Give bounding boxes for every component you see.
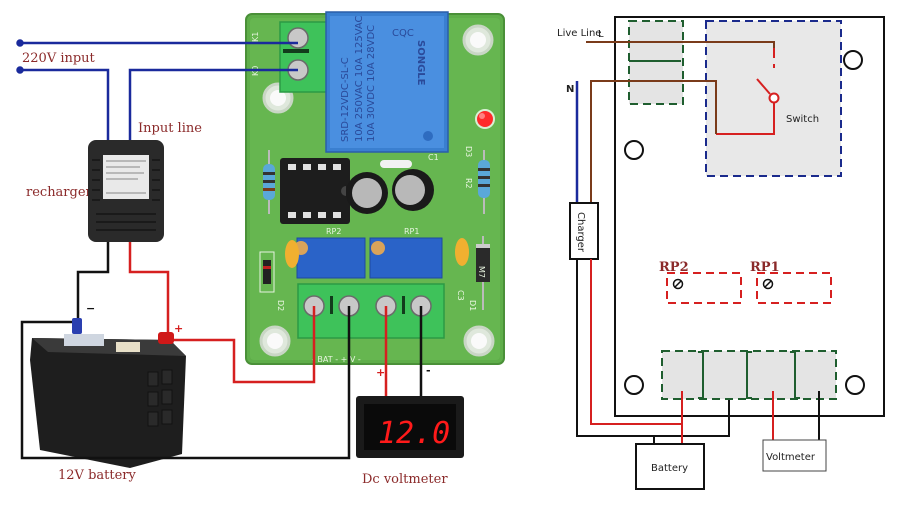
terminal-legend: - BAT - + V -	[312, 355, 361, 364]
mounting-hole	[462, 24, 494, 56]
capacitor-c1: C1	[392, 153, 439, 211]
label-rp2: RP2	[659, 260, 689, 275]
capacitor-c2	[346, 172, 388, 214]
label-recharger: recharger	[26, 185, 93, 200]
ceramic-cap-c3: C3	[455, 238, 469, 301]
label-input-line: Input line	[138, 121, 202, 136]
mounting-hole	[845, 375, 865, 395]
voltmeter-reading: 12.0	[378, 416, 450, 451]
silk-r2: R2	[464, 178, 473, 189]
dc-voltmeter: 12.0	[356, 396, 464, 458]
ic-chip	[280, 158, 350, 224]
mounting-hole	[843, 50, 863, 70]
voltmeter-box	[762, 439, 827, 472]
rp1-adjust-icon	[762, 278, 774, 290]
battery-device	[30, 318, 186, 468]
charger-device	[88, 140, 164, 242]
label-live-line: Live Line	[557, 28, 601, 39]
silk-k1: K1	[251, 32, 260, 42]
battery-negative-wire	[20, 306, 351, 460]
battery-negative-terminal	[72, 318, 82, 334]
label-n: N	[566, 84, 574, 95]
charger-positive-line	[590, 259, 682, 425]
output-terminal-block: - BAT - + V -	[297, 283, 445, 364]
label-voltmeter: Voltmeter	[766, 452, 816, 463]
switched-wire	[590, 80, 717, 204]
label-l: L	[598, 29, 604, 40]
relay: SRD-12VDC-SL-C 10A 250VAC 10A 125VAC 10A…	[325, 11, 449, 153]
relay-rating-1: 10A 250VAC 10A 125VAC	[354, 15, 365, 142]
battery-positive-wire	[174, 306, 316, 384]
charger-box	[569, 202, 599, 260]
silk-d3: D3	[464, 146, 473, 157]
output-terminal-zone	[661, 350, 837, 400]
label-battery: Battery	[651, 463, 688, 474]
silk-d2: D2	[276, 300, 285, 311]
label-switch: Switch	[786, 114, 819, 125]
left-wiring-diagram: K1 K0 SRD-12VDC-SL-C 10A 250VAC 10A 125V…	[16, 11, 505, 487]
label-12v-battery: 12V battery	[58, 468, 136, 483]
diode-marking: M7	[477, 266, 486, 278]
resistor-r2: R2	[464, 150, 490, 214]
battery-positive-terminal	[158, 332, 174, 344]
diode-d2: D2	[259, 251, 285, 311]
battery-negative-sign: −	[86, 302, 95, 315]
silk-rp2: RP2	[326, 227, 341, 236]
charger-positive-wire	[128, 242, 170, 336]
live-wire	[586, 41, 775, 48]
mounting-hole	[624, 375, 644, 395]
battery-positive-sign: +	[174, 322, 183, 335]
silk-c1: C1	[428, 153, 439, 162]
ceramic-cap	[285, 240, 299, 268]
diode-d1: M7 D1	[468, 236, 490, 311]
ac-wire-3	[128, 68, 298, 140]
relay-rating-2: 10A 30VDC 10A 28VDC	[366, 25, 377, 142]
label-charger: Charger	[575, 212, 586, 253]
label-dc-voltmeter: Dc voltmeter	[362, 472, 448, 487]
silk-d1: D1	[468, 300, 477, 311]
label-220v-input: 220V input	[22, 51, 96, 66]
mounting-hole	[624, 140, 644, 160]
mounting-hole	[259, 325, 291, 357]
silk-rp1: RP1	[404, 227, 419, 236]
relay-brand: SONGLE	[415, 40, 426, 86]
right-schematic: Live Line L Switch N Charger RP2 RP1	[557, 16, 885, 490]
battery-box	[635, 443, 705, 490]
pcb-board: K1 K0 SRD-12VDC-SL-C 10A 250VAC 10A 125V…	[245, 11, 505, 365]
relay-model: SRD-12VDC-SL-C	[340, 57, 351, 142]
ac-wire-2	[20, 68, 110, 140]
label-rp1: RP1	[750, 260, 780, 275]
silk-c3: C3	[456, 290, 465, 301]
relay-cert: CQC	[392, 28, 414, 39]
charger-negative-wire	[76, 242, 110, 322]
rp2-adjust-icon	[672, 278, 684, 290]
resistor-left	[263, 150, 275, 214]
led-d3: D3	[464, 109, 495, 157]
voltmeter-negative-sign: -	[426, 364, 431, 377]
mounting-hole	[463, 325, 495, 357]
voltmeter-positive-sign: +	[376, 366, 385, 379]
ac-input-wires	[16, 39, 298, 140]
potentiometer-rp1: RP1	[369, 227, 443, 279]
relay-terminal-zone	[628, 20, 684, 105]
